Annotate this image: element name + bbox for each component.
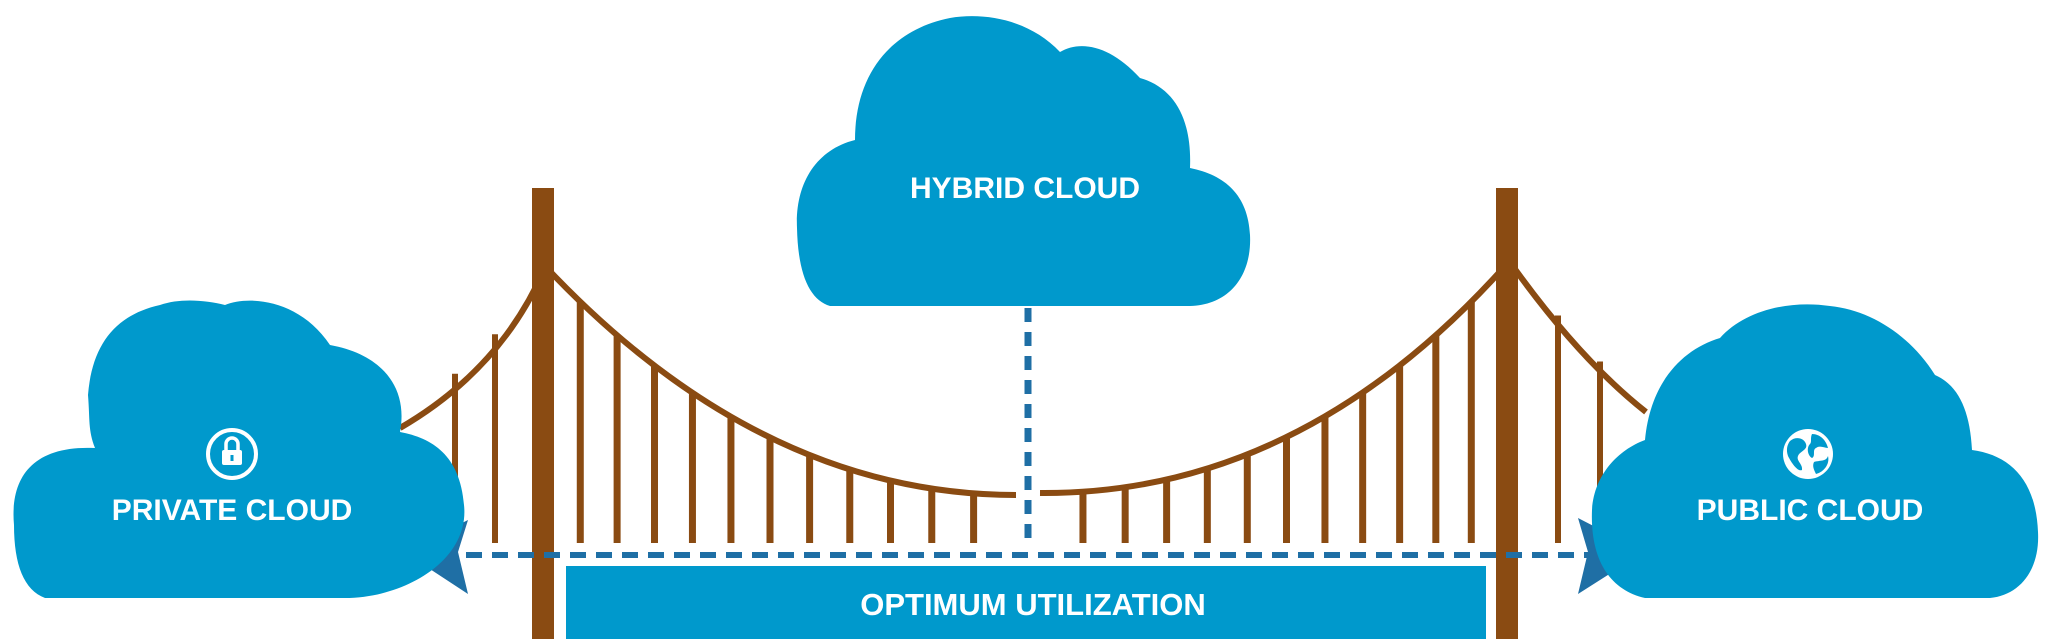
right-tower [1496,188,1518,639]
hybrid-cloud-label: HYBRID CLOUD [910,172,1140,205]
right-outer-cable [1509,263,1648,415]
bridge-right [1039,188,1648,639]
left-outer-cable [398,268,547,431]
bridge-left [398,188,1017,639]
private-cloud: PRIVATE CLOUD [13,300,465,598]
public-cloud-label: PUBLIC CLOUD [1697,494,1924,527]
hybrid-cloud: HYBRID CLOUD [796,16,1251,306]
banner-label: OPTIMUM UTILIZATION [860,587,1206,622]
lock-icon [206,428,258,480]
public-cloud: PUBLIC CLOUD [1591,304,2039,598]
private-cloud-label: PRIVATE CLOUD [112,494,353,527]
globe-icon [1783,429,1833,479]
left-tower [532,188,554,639]
optimum-utilization-banner: OPTIMUM UTILIZATION [566,566,1486,639]
